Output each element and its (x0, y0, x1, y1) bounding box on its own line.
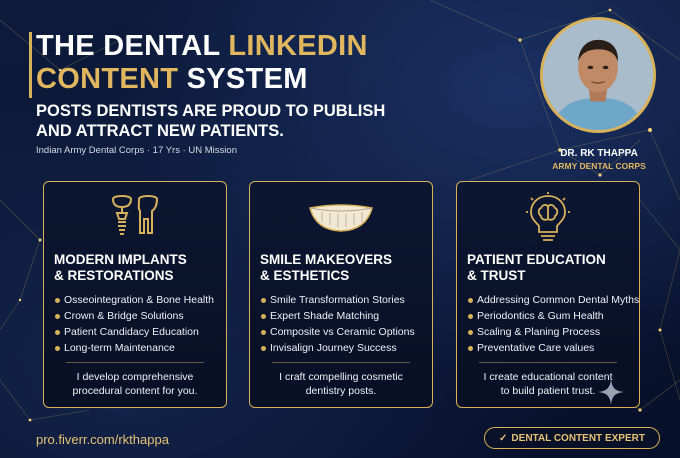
card-heading-line-1: SMILE MAKEOVERS (260, 252, 393, 267)
card-closing-text: I craft compelling cosmetic dentistry po… (258, 370, 424, 398)
card-heading: MODERN IMPLANTS & RESTORATIONS (54, 252, 220, 284)
profile-url-link[interactable]: pro.fiverr.com/rkthappa (36, 432, 169, 447)
service-card-education: PATIENT EDUCATION & TRUST Addressing Com… (456, 181, 640, 408)
divider (479, 362, 617, 363)
doctor-name: DR. RK THAPPA (560, 148, 638, 159)
bullet-list: Osseointegration & Bone Health Crown & B… (54, 292, 220, 356)
closing-line-2: dentistry posts. (305, 385, 377, 397)
closing-line-1: I create educational content (483, 371, 613, 383)
service-card-implants: MODERN IMPLANTS & RESTORATIONS Osseointe… (43, 181, 227, 408)
card-heading-line-1: MODERN IMPLANTS (54, 252, 187, 267)
subtitle-line-1: POSTS DENTISTS ARE PROUD TO PUBLISH (36, 102, 386, 120)
closing-line-1: I craft compelling cosmetic (279, 371, 403, 383)
check-icon: ✓ (499, 432, 508, 444)
list-item: Crown & Bridge Solutions (54, 308, 220, 324)
badge-text: DENTAL CONTENT EXPERT (511, 432, 645, 444)
list-item: Osseointegration & Bone Health (54, 292, 220, 308)
list-item: Composite vs Ceramic Options (260, 324, 426, 340)
list-item: Scaling & Planing Process (467, 324, 633, 340)
title-highlight-1: LINKEDIN (228, 30, 368, 62)
title-line-1: THE DENTAL LINKEDIN (36, 30, 368, 63)
title-part-1: THE DENTAL (36, 30, 229, 62)
bullet-list: Smile Transformation Stories Expert Shad… (260, 292, 426, 356)
list-item: Addressing Common Dental Myths (467, 292, 639, 308)
sparkle-icon (598, 379, 624, 405)
closing-line-2: to build patient trust. (500, 385, 596, 397)
list-item: Expert Shade Matching (260, 308, 426, 324)
card-heading-line-2: & ESTHETICS (260, 268, 350, 283)
title-part-2: SYSTEM (178, 63, 308, 95)
card-heading-line-1: PATIENT EDUCATION (467, 252, 606, 267)
list-item: Periodontics & Gum Health (467, 308, 633, 324)
brain-bulb-icon (457, 192, 639, 242)
card-heading-line-2: & RESTORATIONS (54, 268, 174, 283)
list-item: Long-term Maintenance (54, 340, 220, 356)
divider (272, 362, 410, 363)
closing-line-2: procedural content for you. (72, 385, 198, 397)
service-card-smile: SMILE MAKEOVERS & ESTHETICS Smile Transf… (249, 181, 433, 408)
title-line-2: CONTENT SYSTEM (36, 63, 368, 96)
bullet-list: Addressing Common Dental Myths Periodont… (467, 292, 639, 356)
title-accent-bar (29, 32, 32, 98)
list-item: Smile Transformation Stories (260, 292, 426, 308)
doctor-portrait (540, 17, 656, 133)
divider (66, 362, 204, 363)
list-item: Patient Candidacy Education (54, 324, 220, 340)
closing-line-1: I develop comprehensive (76, 371, 194, 383)
list-item: Invisalign Journey Success (260, 340, 426, 356)
card-heading: SMILE MAKEOVERS & ESTHETICS (260, 252, 426, 284)
card-heading: PATIENT EDUCATION & TRUST (467, 252, 633, 284)
card-heading-line-2: & TRUST (467, 268, 526, 283)
doctor-role: ARMY DENTAL CORPS (552, 161, 646, 171)
list-item: Preventative Care values (467, 340, 633, 356)
title-highlight-2: CONTENT (36, 63, 179, 95)
smile-icon (250, 192, 432, 242)
card-closing-text: I create educational content to build pa… (465, 370, 631, 398)
subtitle-line-2: AND ATTRACT NEW PATIENTS. (36, 122, 284, 140)
subtitle: POSTS DENTISTS ARE PROUD TO PUBLISH AND … (36, 101, 385, 141)
page-title: THE DENTAL LINKEDIN CONTENT SYSTEM (36, 30, 368, 96)
card-closing-text: I develop comprehensive procedural conte… (52, 370, 218, 398)
credentials-line: Indian Army Dental Corps · 17 Yrs · UN M… (36, 145, 237, 156)
dental-implant-icon (44, 192, 226, 242)
portrait-illustration (543, 20, 653, 130)
expert-badge: ✓ DENTAL CONTENT EXPERT (484, 427, 660, 449)
